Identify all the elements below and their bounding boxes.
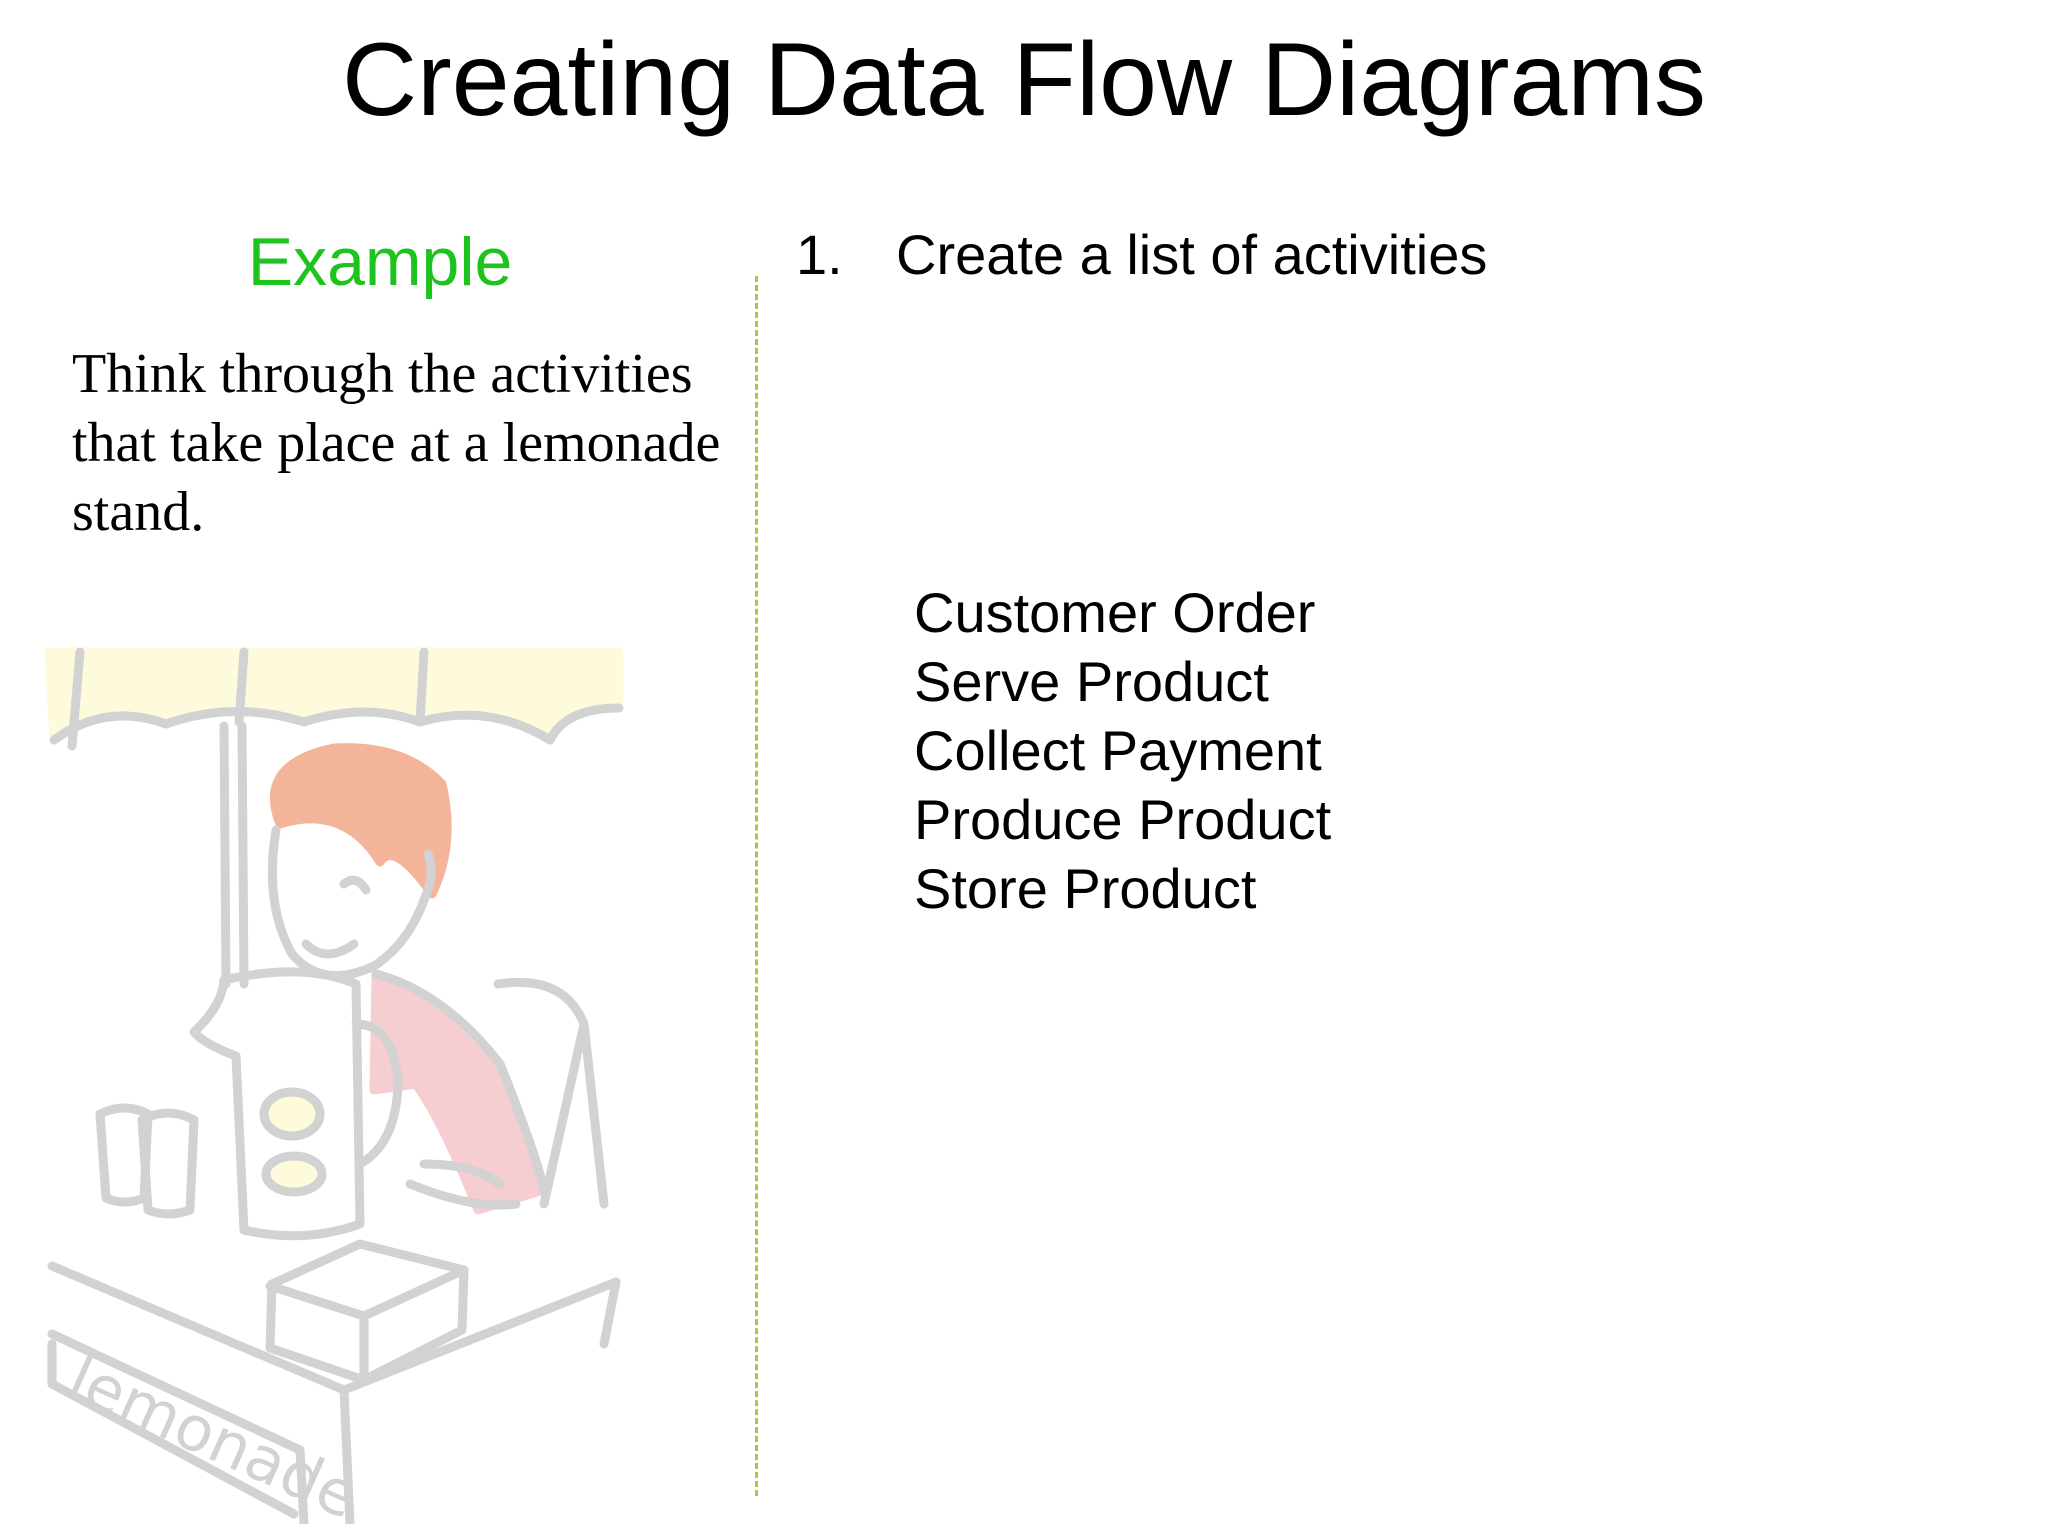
- column-divider: [755, 276, 758, 1496]
- step-number: 1.: [796, 223, 843, 286]
- lemonade-stand-illustration: lemonade: [44, 647, 624, 1524]
- activity-item: Customer Order: [914, 581, 1316, 644]
- cash-box: [265, 1239, 469, 1385]
- lemon-slice: [261, 1151, 327, 1197]
- lemonade-pitcher: [189, 967, 365, 1241]
- activity-item: Store Product: [914, 857, 1257, 920]
- activity-item: Collect Payment: [914, 719, 1322, 782]
- activity-item: Produce Product: [914, 788, 1332, 851]
- activity-list: Customer Order Serve Product Collect Pay…: [914, 578, 1331, 923]
- cup: [137, 1108, 199, 1219]
- step-label: Create a list of activities: [896, 223, 1488, 286]
- step-item: 1. Create a list of activities: [796, 220, 1487, 290]
- chair: [493, 977, 609, 1209]
- person-face: [267, 825, 436, 981]
- slide-title: Creating Data Flow Diagrams: [341, 22, 1707, 138]
- umbrella-pole: [219, 721, 249, 989]
- example-description: Think through the activities that take p…: [72, 343, 721, 543]
- lemon-slice: [259, 1087, 325, 1141]
- activity-item: Serve Product: [914, 650, 1269, 713]
- example-heading: Example: [247, 224, 513, 300]
- person-hair: [269, 743, 452, 899]
- umbrella-edge: [49, 703, 624, 745]
